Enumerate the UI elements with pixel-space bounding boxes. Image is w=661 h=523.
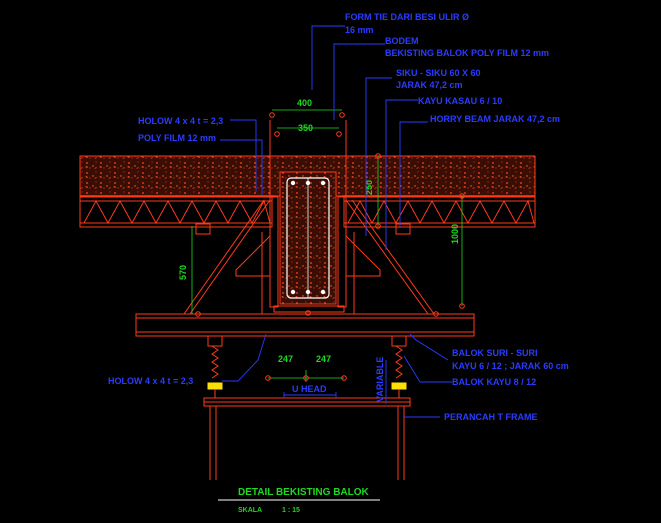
dim-247-left: 247: [278, 354, 293, 364]
label-perancah: PERANCAH T FRAME: [444, 412, 538, 422]
label-balok-suri-detail: KAYU 6 / 12 ; JARAK 60 cm: [452, 361, 569, 371]
label-siku: SIKU - SIKU 60 X 60: [396, 68, 481, 78]
scale-value: 1 : 15: [282, 507, 300, 514]
dim-text-group: 400 350 250 1000 570 247 247: [178, 98, 460, 364]
dim-247-right: 247: [316, 354, 331, 364]
concrete-beam: [279, 171, 337, 305]
dimension-lines: [191, 109, 463, 382]
dim-1000: 1000: [450, 224, 460, 244]
scale-label: SKALA: [238, 507, 262, 514]
label-poly-film: POLY FILM 12 mm: [138, 133, 216, 143]
label-bodem: BODEM: [385, 36, 419, 46]
dim-350: 350: [298, 123, 313, 133]
annotations: FORM TIE DARI BESI ULIR Ø 16 mm BODEM BE…: [108, 12, 569, 422]
kayu-kasau-blocks: [195, 223, 411, 235]
drawing-title: DETAIL BEKISTING BALOK: [238, 487, 370, 498]
u-head-jacks: [207, 335, 407, 398]
balok-kayu: [135, 313, 475, 337]
label-hollow-bottom: HOLOW 4 x 4 t = 2,3: [108, 376, 193, 386]
horry-beam-right: [343, 196, 536, 228]
label-kayu-kasau: KAYU KASAU 6 / 10: [418, 96, 502, 106]
label-form-tie: FORM TIE DARI BESI ULIR Ø: [345, 12, 469, 22]
title-block: DETAIL BEKISTING BALOK SKALA 1 : 15: [218, 487, 380, 514]
label-hollow-top: HOLOW 4 x 4 t = 2,3: [138, 116, 223, 126]
horry-beam-left: [79, 196, 273, 228]
label-balok-kayu: BALOK KAYU 8 / 12: [452, 377, 536, 387]
dim-250: 250: [364, 180, 374, 195]
label-siku-jarak: JARAK 47,2 cm: [396, 80, 463, 90]
dimension-ticks: [195, 112, 465, 381]
dim-400: 400: [297, 98, 312, 108]
label-form-tie-size: 16 mm: [345, 25, 374, 35]
leader-lines: [220, 25, 452, 418]
dim-570: 570: [178, 265, 188, 280]
label-balok-suri: BALOK SURI - SURI: [452, 348, 538, 358]
label-variable: VARIABLE: [375, 357, 385, 402]
label-u-head: U HEAD: [292, 384, 327, 394]
label-bekisting: BEKISTING BALOK POLY FILM 12 mm: [385, 48, 549, 58]
perancah-t-frame: [203, 397, 411, 480]
label-horry-beam: HORRY BEAM JARAK 47,2 cm: [430, 114, 560, 124]
